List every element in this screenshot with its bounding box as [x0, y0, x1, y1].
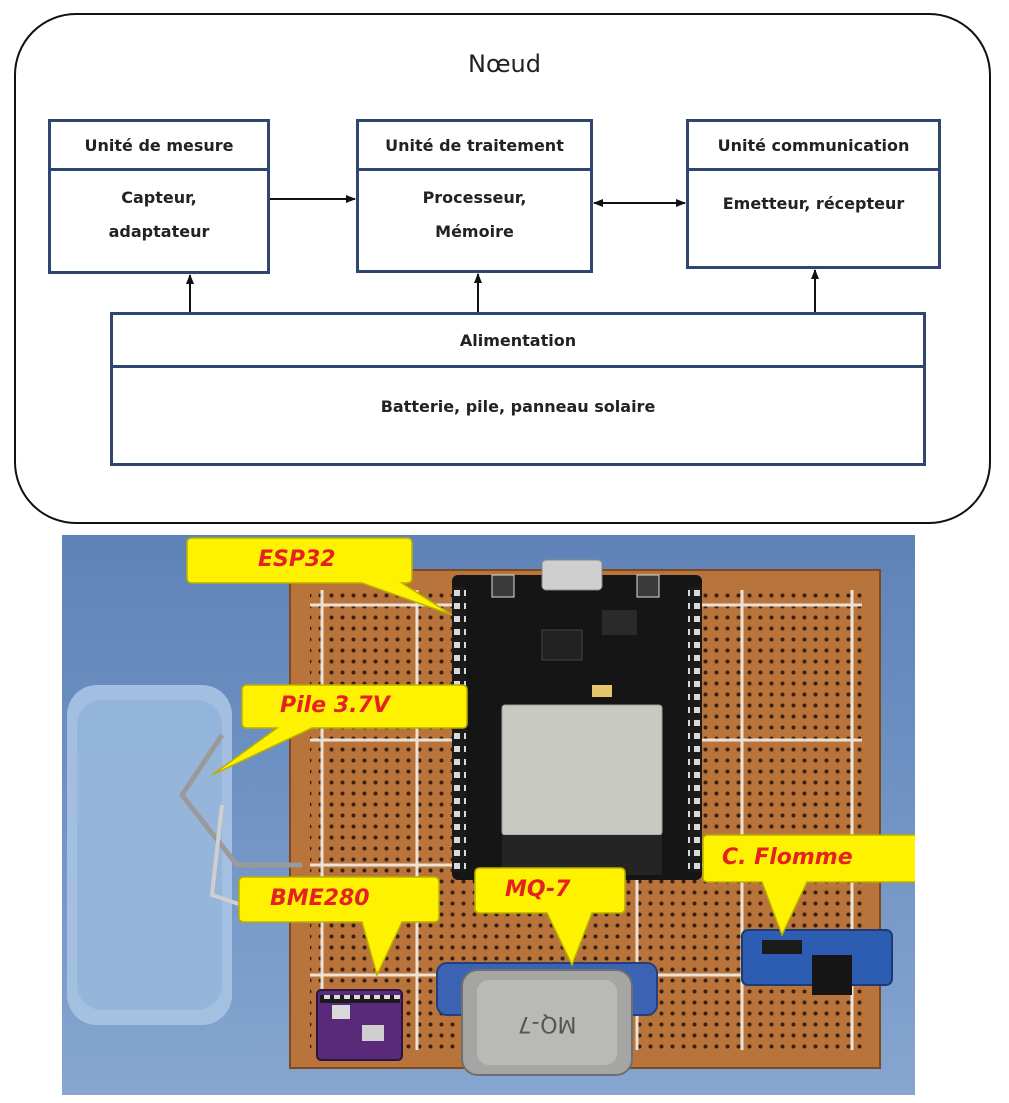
processing-unit-title: Unité de traitement — [359, 122, 590, 171]
measure-unit-line2: adaptateur — [108, 222, 210, 241]
bme280-module — [316, 989, 403, 1061]
processing-unit-line2: Mémoire — [435, 222, 514, 241]
measure-unit-box: Unité de mesure Capteur, adaptateur — [48, 119, 270, 274]
flame-sensor-module — [741, 929, 893, 995]
communication-unit-line1: Emetteur, récepteur — [722, 194, 905, 213]
measure-unit-line1: Capteur, — [121, 188, 197, 207]
communication-unit-title: Unité communication — [689, 122, 938, 171]
node-title: Nœud — [468, 50, 541, 78]
label-flame-sensor: C. Flomme — [722, 845, 853, 870]
label-battery: Pile 3.7V — [280, 693, 390, 718]
diagram-arrows — [186, 195, 819, 312]
callout-mq7 — [474, 867, 626, 967]
measure-unit-title: Unité de mesure — [51, 122, 267, 171]
callout-bme280 — [238, 876, 440, 978]
mq7-sensor-marking: MQ-7 — [518, 1011, 577, 1036]
power-supply-box: Alimentation Batterie, pile, panneau sol… — [110, 312, 926, 466]
hardware-illustration: MQ-7 — [67, 537, 915, 1076]
callout-battery — [211, 684, 468, 776]
label-bme280: BME280 — [270, 886, 370, 911]
power-supply-content: Batterie, pile, panneau solaire — [380, 397, 656, 416]
processing-unit-box: Unité de traitement Processeur, Mémoire — [356, 119, 593, 273]
mq7-sensor: MQ-7 — [436, 962, 658, 1076]
processing-unit-line1: Processeur, — [422, 188, 527, 207]
processing-unit-content: Processeur, Mémoire — [359, 171, 590, 249]
callout-flame — [702, 834, 915, 937]
communication-unit-content: Emetteur, récepteur — [689, 171, 938, 221]
measure-unit-content: Capteur, adaptateur — [51, 171, 267, 249]
callout-esp32 — [186, 537, 453, 616]
battery-cell — [67, 685, 302, 1025]
esp32-board — [452, 559, 702, 880]
communication-unit-box: Unité communication Emetteur, récepteur — [686, 119, 941, 269]
hardware-photo: MQ-7 ESP32 Pile 3.7V BME280 MQ-7 C. Flom… — [62, 535, 915, 1095]
label-esp32: ESP32 — [258, 547, 336, 572]
power-supply-title: Alimentation — [113, 315, 923, 368]
node-frame — [14, 13, 991, 524]
label-mq7: MQ-7 — [505, 877, 571, 902]
